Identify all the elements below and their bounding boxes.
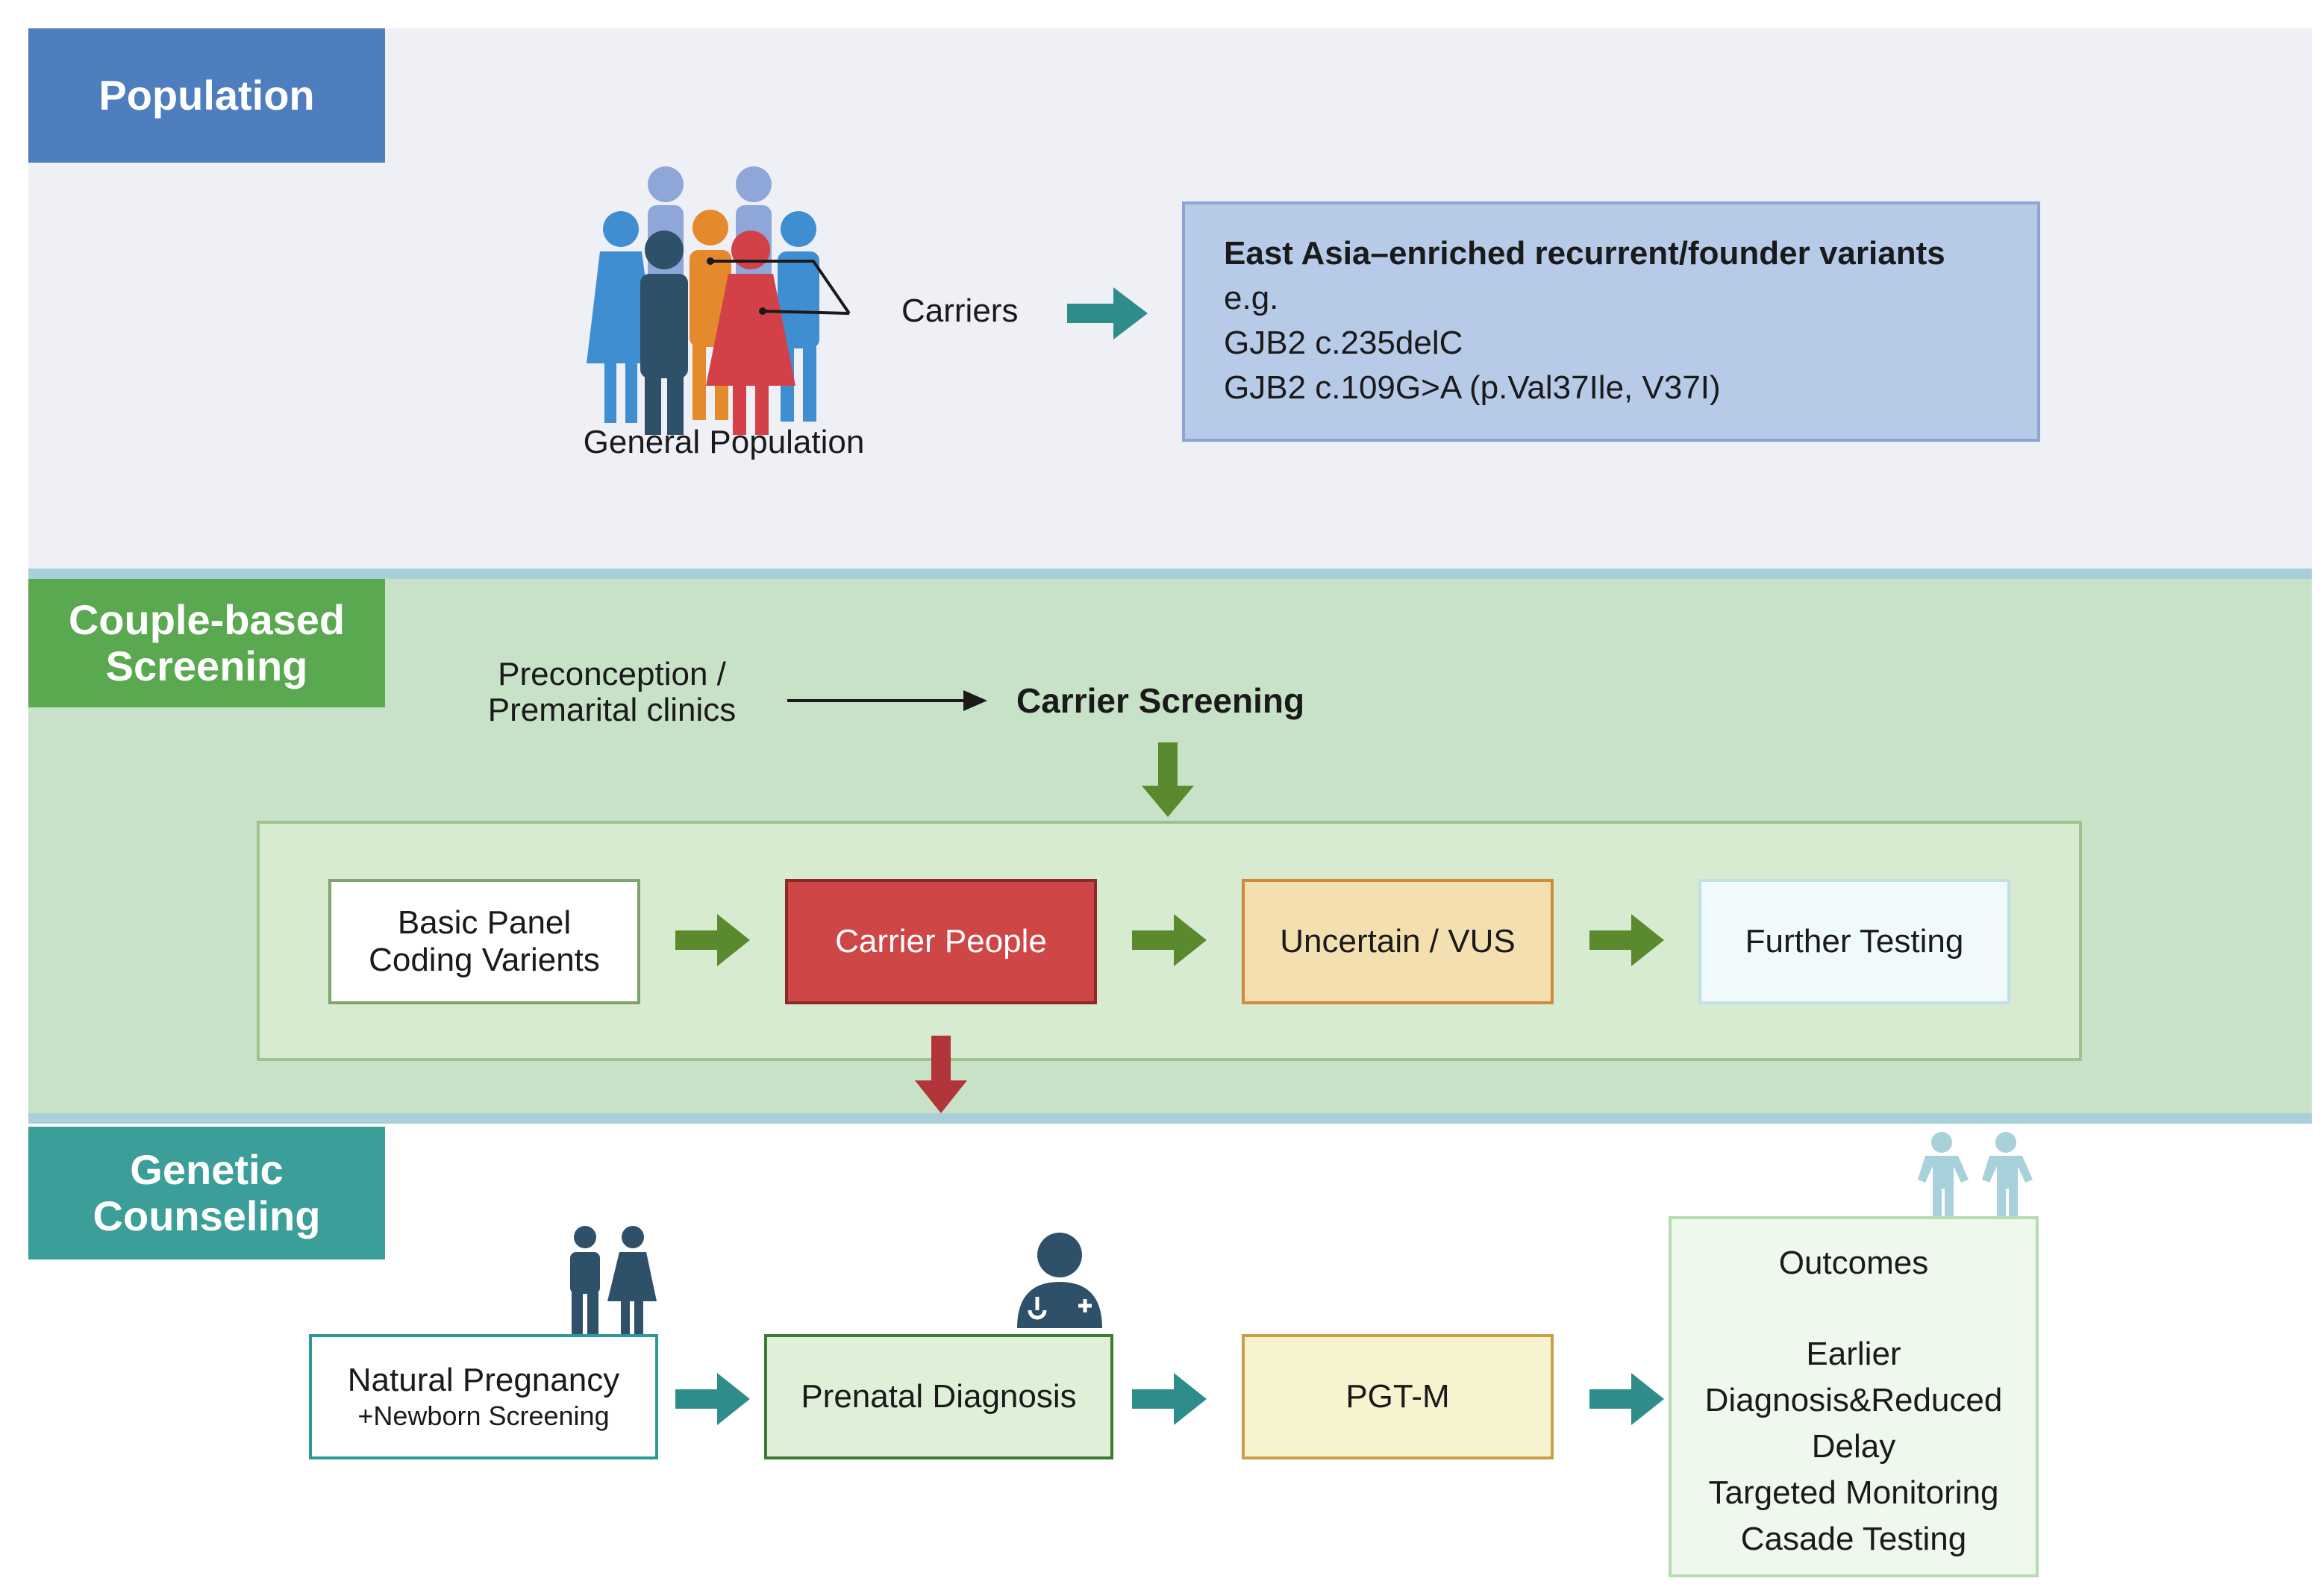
population-tab: Population — [28, 28, 385, 163]
population-arrow — [1067, 287, 1148, 339]
couple-tab-line: Couple-based — [68, 596, 346, 643]
clinic-arrow — [787, 690, 987, 711]
counseling-arrow — [675, 1373, 750, 1425]
outcome-line: Targeted Monitoring — [1708, 1474, 1999, 1511]
outcome-line: Diagnosis&Reduced — [1704, 1382, 2003, 1418]
outcome-line: Earlier — [1806, 1336, 1901, 1372]
variants-box: East Asia–enriched recurrent/founder var… — [1182, 201, 2040, 442]
population-tab-label: Population — [99, 72, 315, 119]
outcome-line: Casade Testing — [1740, 1521, 1967, 1557]
carriers-label: Carriers — [901, 292, 1019, 329]
doctor-icon — [1017, 1233, 1102, 1328]
counseling-arrow — [1132, 1373, 1207, 1425]
genetic-tab-line: Counseling — [93, 1192, 321, 1239]
genetic-tab-line: Genetic — [130, 1146, 284, 1193]
clinic-line: Preconception / — [498, 656, 726, 692]
step-arrow — [1132, 914, 1207, 966]
couple-screening-tab: Couple-based Screening — [28, 579, 385, 707]
basic-panel-line: Basic Panel — [397, 904, 572, 941]
newborn-screening-line: +Newborn Screening — [357, 1401, 610, 1431]
carrier-people-label: Carrier People — [835, 923, 1047, 960]
section-divider — [28, 1113, 2312, 1124]
further-testing-box: Further Testing — [1698, 879, 2010, 1004]
couple-icon — [570, 1226, 657, 1334]
clinic-label: Preconception / Premarital clinics — [448, 657, 776, 728]
carrier-screening-down-arrow — [1142, 742, 1194, 817]
genetic-counseling-tab: Genetic Counseling — [28, 1127, 385, 1259]
counseling-arrow — [1589, 1373, 1664, 1425]
carrier-screening-label: Carrier Screening — [1016, 681, 1305, 720]
clinic-line: Premarital clinics — [487, 692, 737, 728]
natural-pregnancy-line: Natural Pregnancy — [347, 1362, 620, 1398]
further-testing-label: Further Testing — [1745, 923, 1964, 960]
couple-tab-line: Screening — [105, 642, 308, 689]
pgtm-label: PGT-M — [1345, 1378, 1450, 1415]
section-divider — [28, 569, 2312, 579]
outcome-line: Delay — [1811, 1428, 1896, 1465]
vus-label: Uncertain / VUS — [1280, 923, 1516, 960]
vus-box: Uncertain / VUS — [1242, 879, 1554, 1004]
outcomes-title: Outcomes — [1778, 1245, 1929, 1281]
carrier-down-arrow — [915, 1036, 967, 1113]
prenatal-diagnosis-label: Prenatal Diagnosis — [801, 1378, 1077, 1415]
children-icon — [1918, 1132, 2033, 1218]
step-arrow — [1589, 914, 1664, 966]
prenatal-diagnosis-box: Prenatal Diagnosis — [764, 1334, 1113, 1459]
natural-pregnancy-box: Natural Pregnancy +Newborn Screening — [309, 1334, 658, 1459]
carrier-people-box: Carrier People — [785, 879, 1097, 1004]
variants-title: East Asia–enriched recurrent/founder var… — [1224, 235, 1945, 272]
variants-line: e.g. — [1224, 280, 1279, 316]
basic-panel-line: Coding Varients — [369, 942, 600, 978]
variants-line: GJB2 c.109G>A (p.Val37Ile, V37I) — [1224, 369, 1721, 406]
step-arrow — [675, 914, 750, 966]
outcomes-box: Outcomes Earlier Diagnosis&Reduced Delay… — [1669, 1216, 2039, 1577]
people-group-icon — [587, 166, 851, 435]
basic-panel-box: Basic Panel Coding Varients — [328, 879, 640, 1004]
pgtm-box: PGT-M — [1242, 1334, 1554, 1459]
variants-line: GJB2 c.235delC — [1224, 325, 1463, 361]
general-population-label: General Population — [583, 424, 865, 460]
